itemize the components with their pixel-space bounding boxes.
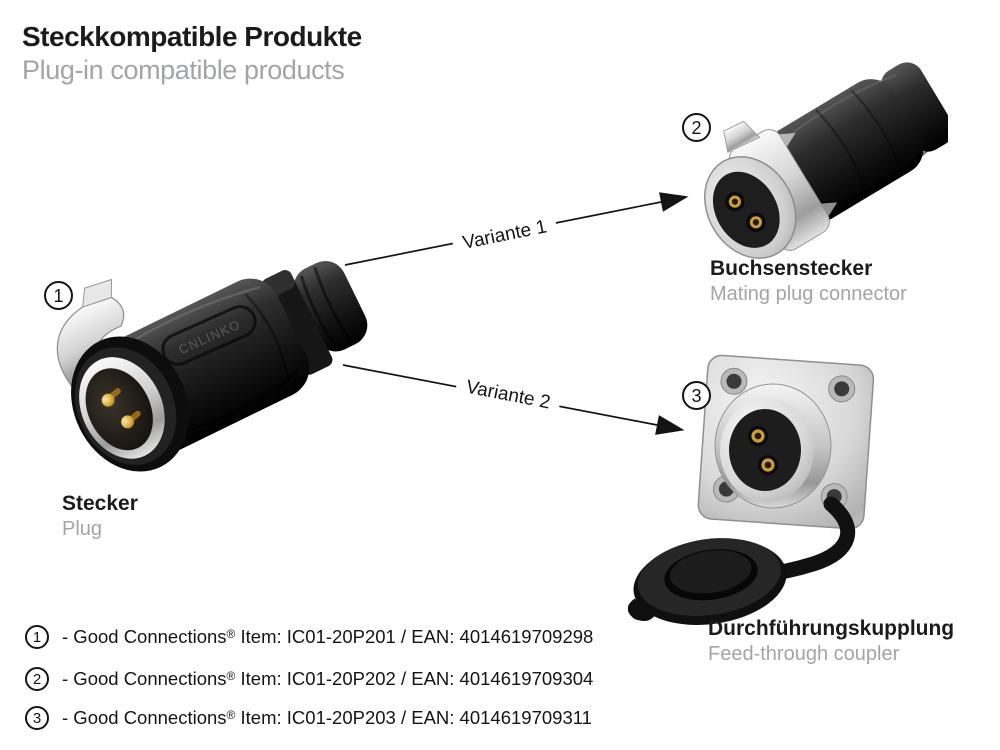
item-row-2-brand: - Good Connections: [62, 668, 227, 689]
product-3-badge: 3: [682, 381, 711, 410]
item-row-1: 1 - Good Connections® Item: IC01-20P201 …: [25, 624, 593, 650]
item-row-3-details: Item: IC01-20P203 / EAN: 4014619709311: [235, 707, 592, 728]
page-subtitle: Plug-in compatible products: [22, 55, 345, 86]
protection-cap: [628, 538, 787, 625]
page-header: Steckkompatible Produkte Plug-in compati…: [22, 21, 362, 86]
product-1-badge: 1: [44, 281, 73, 310]
plug-pins: [101, 388, 141, 429]
product-2-image: [704, 62, 948, 259]
item-row-1-badge: 1: [25, 625, 49, 649]
item-row-3-brand: - Good Connections: [62, 707, 227, 728]
item-row-2-text: - Good Connections® Item: IC01-20P202 / …: [62, 668, 593, 690]
product-1-image: CNLINKO: [56, 261, 368, 472]
plug-lock-ring: [261, 270, 333, 375]
item-row-2-badge: 2: [25, 667, 49, 691]
coupler-front-face: [714, 383, 832, 509]
item-row-1-text: - Good Connections® Item: IC01-20P201 / …: [62, 626, 593, 648]
item-row-2: 2 - Good Connections® Item: IC01-20P202 …: [25, 666, 593, 692]
coupler-sockets: [748, 426, 778, 475]
product-3-image: [628, 354, 875, 625]
product-3-name-en: Feed-through coupler: [708, 642, 900, 665]
mating-plug-latch: [723, 120, 761, 153]
mating-plug-rear: [880, 62, 948, 152]
registered-mark: ®: [226, 669, 236, 683]
product-2-name-de: Buchsenstecker: [710, 257, 873, 280]
registered-mark: ®: [226, 627, 236, 641]
item-row-3-text: - Good Connections® Item: IC01-20P203 / …: [62, 707, 592, 729]
item-row-3-badge: 3: [25, 706, 49, 730]
product-2-caption: Buchsenstecker Mating plug connector: [710, 256, 907, 306]
item-row-2-details: Item: IC01-20P202 / EAN: 4014619709304: [235, 668, 594, 689]
product-2-badge: 2: [682, 113, 711, 142]
product-3-name-de: Durchführungskupplung: [708, 617, 955, 640]
item-row-3: 3 - Good Connections® Item: IC01-20P203 …: [25, 705, 592, 731]
product-2-name-en: Mating plug connector: [710, 282, 907, 305]
product-3-caption: Durchführungskupplung Feed-through coupl…: [708, 616, 954, 666]
product-1-name-en: Plug: [62, 517, 103, 540]
product-1-name-de: Stecker: [62, 492, 138, 515]
plug-front-face: [71, 336, 189, 472]
item-row-1-brand: - Good Connections: [62, 626, 227, 647]
item-row-1-details: Item: IC01-20P201 / EAN: 4014619709298: [235, 626, 594, 647]
product-1-caption: Stecker Plug: [62, 491, 138, 541]
registered-mark: ®: [226, 708, 236, 722]
mating-plug-sockets: [725, 191, 766, 232]
page-title: Steckkompatible Produkte: [22, 21, 362, 52]
